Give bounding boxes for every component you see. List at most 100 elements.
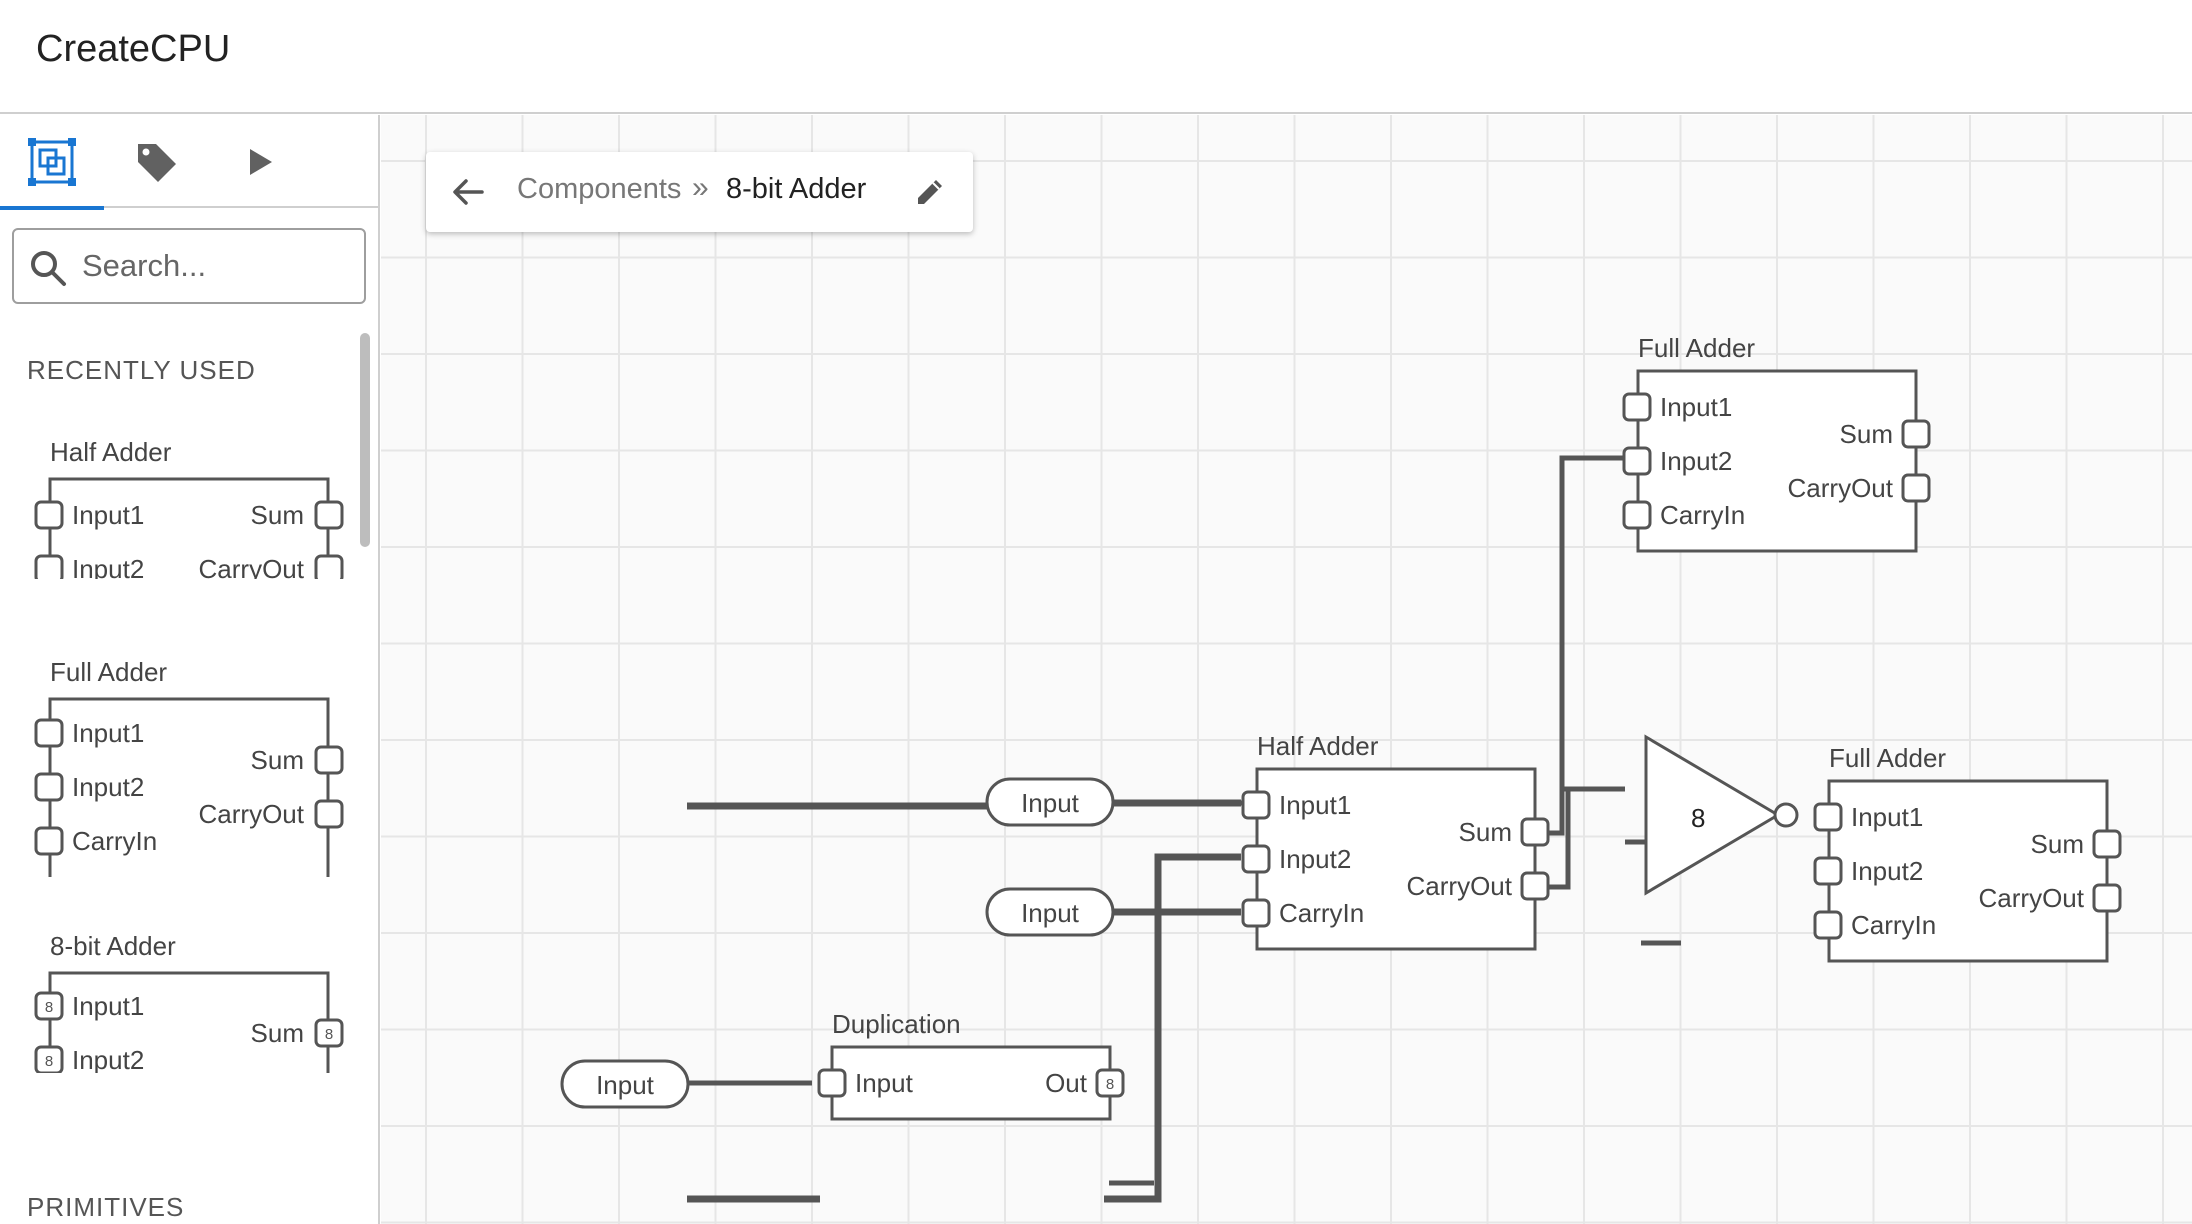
output-port[interactable]	[2092, 883, 2122, 913]
input-port	[34, 826, 64, 856]
breadcrumb: Components » 8-bit Adder	[426, 152, 973, 232]
full-adder-component[interactable]: Full Adder Input1 Input2 CarryIn Sum Car…	[1622, 333, 1931, 553]
bus-width-label: 8	[1106, 1076, 1114, 1093]
palette-item-full-adder[interactable]: Full Adder Input1 Input2 CarryIn Sum Car…	[28, 657, 348, 877]
port-label: CarryIn	[1660, 500, 1745, 530]
input-node[interactable]: Input	[985, 887, 1115, 937]
palette-item-half-adder[interactable]: Half Adder Input1 Input2 Sum CarryOut	[28, 437, 348, 579]
input-port[interactable]	[1241, 844, 1271, 874]
port-label: CarryOut	[199, 799, 305, 829]
input-port[interactable]	[1622, 446, 1652, 476]
search-input[interactable]	[82, 242, 352, 290]
port-label: Sum	[2031, 829, 2084, 859]
circuit-canvas[interactable]: Input Input Input Duplication 8 Input Ou…	[381, 115, 2192, 1224]
input-node[interactable]: Input	[560, 1059, 690, 1109]
component-body	[1827, 779, 2109, 963]
port-label: Input1	[1660, 392, 1732, 422]
sidebar-scrollbar[interactable]	[360, 333, 370, 547]
breadcrumb-current: 8-bit Adder	[726, 173, 867, 205]
input-port[interactable]	[1241, 790, 1271, 820]
palette-item-8-bit-adder[interactable]: 8-bit Adder 8 8 8 Input1 Input2 Sum	[28, 931, 348, 1073]
output-port	[314, 799, 344, 829]
component-body	[830, 1045, 1112, 1121]
output-port[interactable]	[2092, 829, 2122, 859]
search-box	[12, 228, 366, 304]
app-bar: CreateCPU	[0, 0, 2192, 114]
port-label: CarryOut	[1788, 473, 1894, 503]
palette-item-title: 8-bit Adder	[50, 931, 176, 961]
port-label: CarryIn	[1279, 898, 1364, 928]
output-port[interactable]	[1520, 817, 1550, 847]
port-label: CarryOut	[199, 554, 305, 579]
port-label: Sum	[1840, 419, 1893, 449]
bus-wires	[687, 799, 1241, 1203]
app-title: CreateCPU	[36, 28, 231, 70]
output-port	[314, 745, 344, 775]
input-port[interactable]	[1813, 910, 1843, 940]
input-port[interactable]	[1813, 856, 1843, 886]
input-port	[34, 554, 64, 579]
component-title: Half Adder	[1257, 731, 1379, 761]
port-label: Input1	[1279, 790, 1351, 820]
input-port[interactable]	[1241, 898, 1271, 928]
bus-width-label: 8	[325, 1026, 333, 1043]
breadcrumb-separator: »	[692, 171, 709, 204]
port-label: Input1	[72, 500, 144, 530]
gate-body	[1644, 734, 1781, 896]
output-port[interactable]	[1901, 419, 1931, 449]
port-label: Input1	[72, 991, 144, 1021]
component-title: Full Adder	[1638, 333, 1755, 363]
breadcrumb-parent-link[interactable]: Components	[517, 173, 682, 205]
port-label: Input	[855, 1068, 914, 1098]
bus-width-label: 8	[45, 1053, 53, 1070]
arrow-back-icon[interactable]	[448, 172, 488, 212]
port-label: Sum	[1459, 817, 1512, 847]
input-port	[34, 772, 64, 802]
input-node[interactable]: Input	[985, 777, 1115, 827]
port-label: CarryOut	[1407, 871, 1513, 901]
port-label: CarryIn	[1851, 910, 1936, 940]
port-label: Input2	[1279, 844, 1351, 874]
tab-components[interactable]	[0, 115, 104, 210]
tab-simulate[interactable]	[208, 115, 312, 208]
port-label: Input2	[1851, 856, 1923, 886]
half-adder-component[interactable]: Half Adder Input1 Input2 CarryIn Sum Car…	[1241, 731, 1550, 951]
recently-used-heading: RECENTLY USED	[27, 355, 256, 385]
inverter-bubble	[1773, 802, 1799, 828]
port-label: Input2	[72, 554, 144, 579]
component-title: Duplication	[832, 1009, 961, 1039]
component-body	[48, 477, 330, 579]
bus-wire[interactable]	[1104, 853, 1241, 1203]
bus-width-label: 8	[45, 999, 53, 1016]
port-label: Input1	[1851, 802, 1923, 832]
input-port	[34, 718, 64, 748]
input-port[interactable]	[1622, 500, 1652, 530]
primitives-heading: PRIMITIVES	[27, 1192, 185, 1222]
input-port	[34, 500, 64, 530]
pencil-icon[interactable]	[912, 174, 948, 210]
component-body	[1636, 369, 1918, 553]
input-port[interactable]	[1813, 802, 1843, 832]
port-label: Out	[1045, 1068, 1088, 1098]
bus-output-port[interactable]	[1095, 1068, 1125, 1098]
port-label: Sum	[251, 1018, 304, 1048]
port-label: CarryOut	[1979, 883, 2085, 913]
port-label: Sum	[251, 500, 304, 530]
bus-output-port	[314, 1018, 344, 1048]
port-label: Input1	[72, 718, 144, 748]
input-port[interactable]	[817, 1068, 847, 1098]
tab-tags[interactable]	[104, 115, 208, 208]
not-gate-component[interactable]: 8	[1644, 734, 1799, 896]
port-label: CarryIn	[72, 826, 157, 856]
palette-item-title: Half Adder	[50, 437, 172, 467]
duplication-component[interactable]: Duplication 8 Input Out	[817, 1009, 1125, 1121]
output-port[interactable]	[1901, 473, 1931, 503]
full-adder-component[interactable]: Full Adder Input1 Input2 CarryIn Sum Car…	[1813, 743, 2122, 963]
output-port[interactable]	[1520, 871, 1550, 901]
gate-label: 8	[1691, 803, 1705, 833]
input-port[interactable]	[1622, 392, 1652, 422]
input-node-label: Input	[1021, 788, 1080, 818]
wire[interactable]	[1531, 455, 1635, 836]
port-label: Input2	[1660, 446, 1732, 476]
